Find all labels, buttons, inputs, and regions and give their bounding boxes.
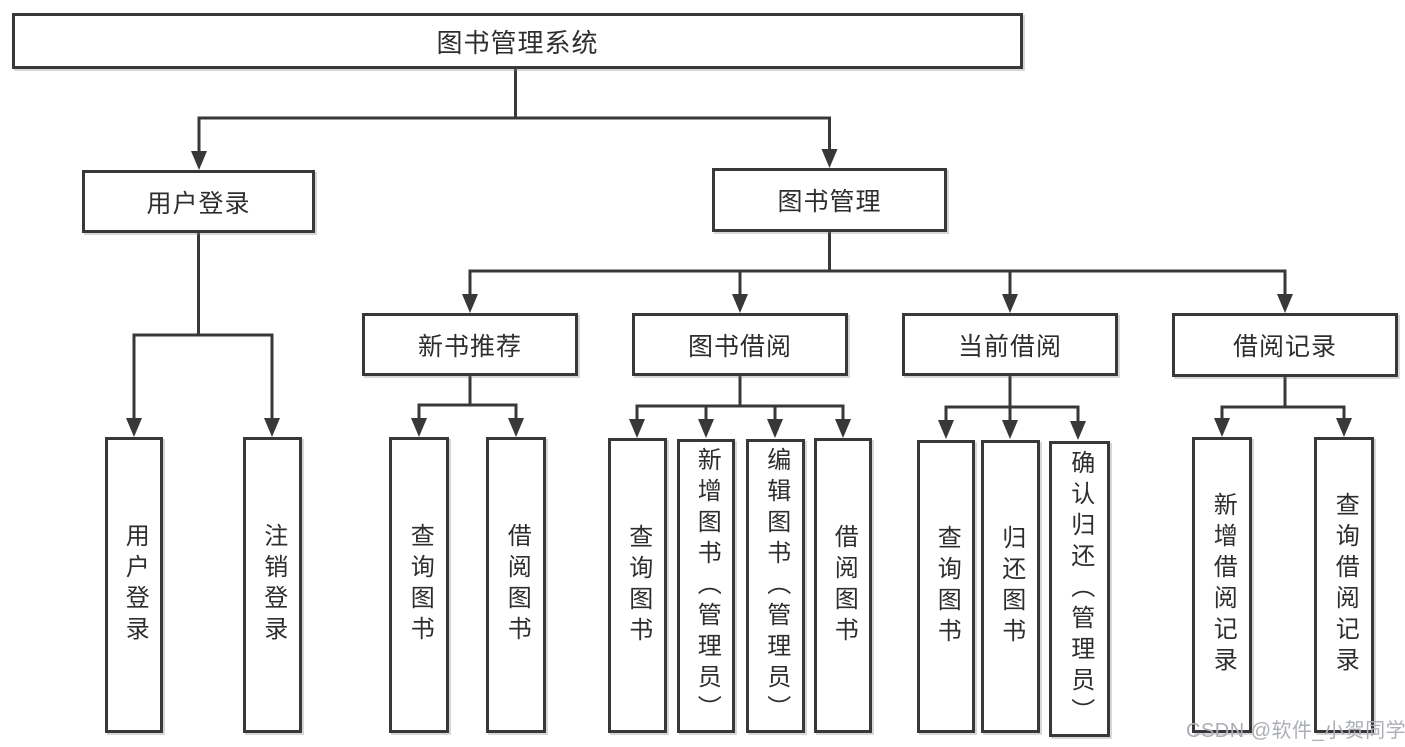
node-label: 查询图书: [624, 523, 652, 648]
node-book-management-branch: 图书管理: [712, 168, 947, 232]
connector-book-mgmt-to-level3: [462, 232, 1293, 313]
leaf-borrowing-edit-book-admin: 编辑图书（管理员）: [746, 439, 805, 733]
node-label: 用户登录: [121, 523, 149, 647]
leaf-logout-login: 注销登录: [243, 437, 302, 733]
node-label: 查询图书: [406, 523, 434, 647]
node-label: 查询图书: [933, 524, 961, 649]
node-book-borrowing: 图书借阅: [632, 313, 848, 376]
node-new-book-recommend: 新书推荐: [362, 313, 578, 376]
node-label: 图书管理系统: [436, 27, 599, 58]
node-label: 图书借阅: [687, 332, 792, 361]
node-label: 借阅图书: [830, 523, 858, 648]
node-label: 归还图书: [997, 524, 1025, 649]
node-label: 图书管理: [777, 188, 882, 216]
node-label: 确认归还（管理员）: [1066, 449, 1094, 729]
connector-new-book-recommend-to-leaves: [411, 376, 524, 437]
connector-user-login-to-leaves: [126, 233, 280, 437]
connector-current-borrowing-to-leaves: [938, 376, 1086, 440]
leaf-current-confirm-return-admin: 确认归还（管理员）: [1049, 441, 1110, 737]
leaf-recommend-query-book: 查询图书: [389, 437, 449, 733]
leaf-borrowing-borrow-book: 借阅图书: [814, 438, 872, 733]
node-label: 编辑图书（管理员）: [762, 446, 790, 726]
node-label: 借阅图书: [503, 523, 531, 647]
connector-book-borrowing-to-leaves: [629, 376, 851, 438]
leaf-user-login: 用户登录: [105, 437, 163, 733]
watermark: CSDN @软件_小贺同学: [1186, 720, 1405, 742]
leaf-current-return-book: 归还图书: [981, 440, 1040, 733]
node-label: 新书推荐: [417, 332, 522, 361]
node-borrowing-records: 借阅记录: [1172, 313, 1398, 377]
connector-borrowing-records-to-leaves: [1214, 377, 1352, 437]
node-label: 注销登录: [259, 523, 287, 647]
node-book-system-root: 图书管理系统: [12, 13, 1023, 69]
leaf-borrowing-add-book-admin: 新增图书（管理员）: [677, 439, 735, 733]
leaf-current-query-book: 查询图书: [917, 440, 975, 733]
node-label: 新增图书（管理员）: [693, 446, 721, 726]
node-label: 当前借阅: [957, 332, 1062, 361]
node-label: 借阅记录: [1232, 333, 1337, 361]
node-user-login-branch: 用户登录: [82, 170, 315, 233]
node-label: 新增借阅记录: [1209, 492, 1237, 678]
connector-root-to-level2: [191, 68, 838, 170]
node-label: 查询借阅记录: [1331, 492, 1359, 678]
node-label: 用户登录: [146, 189, 251, 218]
leaf-recommend-borrow-book: 借阅图书: [486, 437, 546, 733]
node-current-borrowing: 当前借阅: [902, 313, 1118, 376]
leaf-borrowing-query-book: 查询图书: [608, 438, 667, 733]
leaf-records-add-record: 新增借阅记录: [1192, 437, 1252, 733]
leaf-records-query-record: 查询借阅记录: [1314, 437, 1374, 733]
